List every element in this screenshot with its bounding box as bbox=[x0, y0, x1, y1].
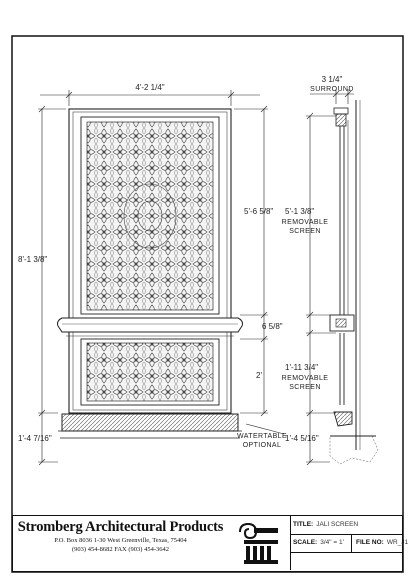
scale-value: 3/4" = 1' bbox=[320, 539, 344, 546]
dim-overall-width: 4'-2 1/4" bbox=[135, 83, 164, 92]
title-row: TITLE:JALI SCREEN bbox=[291, 516, 403, 535]
dim-overall-height: 8'-1 3/8" bbox=[18, 255, 47, 264]
upper-jali-screen bbox=[86, 121, 214, 311]
dim-base-right: 1'-4 5/16" bbox=[285, 434, 319, 443]
dim-lower-screen: 1'-11 3/4" bbox=[285, 363, 318, 372]
blank-row bbox=[291, 552, 403, 570]
company-address: P.O. Box 8036 1-30 West Greenville, Texa… bbox=[54, 537, 187, 544]
note-surround: SURROUND bbox=[310, 86, 354, 93]
dim-sill-height: 6 5/8" bbox=[262, 322, 283, 331]
dim-upper-screen: 5'-1 3/8" bbox=[285, 207, 314, 216]
company-block: Stromberg Architectural Products P.O. Bo… bbox=[13, 516, 228, 570]
elevation-view bbox=[57, 108, 243, 439]
dim-surround: 3 1/4" bbox=[322, 75, 343, 84]
watertable bbox=[61, 413, 239, 432]
company-logo-icon bbox=[239, 522, 278, 564]
note-removable-lower: REMOVABLE bbox=[282, 375, 329, 382]
file-value: WR_J1 bbox=[386, 539, 409, 546]
dim-lower-height: 2' bbox=[256, 371, 262, 380]
lower-jali-screen bbox=[86, 342, 214, 402]
sill-moulding bbox=[57, 317, 243, 333]
company-phone: (903) 454-8682 FAX (903) 454-3642 bbox=[71, 546, 169, 553]
title-fields: TITLE:JALI SCREEN SCALE:3/4" = 1' FILE N… bbox=[290, 516, 408, 570]
section-view bbox=[329, 100, 379, 465]
dim-base-left: 1'-4 7/16" bbox=[18, 434, 52, 443]
note-screen-lower: SCREEN bbox=[289, 384, 321, 391]
dimension-lines bbox=[38, 89, 354, 466]
company-name: Stromberg Architectural Products bbox=[17, 519, 224, 535]
file-label: FILE NO: bbox=[356, 539, 384, 546]
note-watertable: WATERTABLE bbox=[237, 433, 287, 440]
dim-upper-height: 5'-6 5/8" bbox=[244, 207, 273, 216]
sheet-border bbox=[11, 35, 404, 573]
title-label: TITLE: bbox=[293, 521, 314, 528]
file-cell: FILE NO:WR_J1 bbox=[351, 534, 408, 552]
note-removable-upper: REMOVABLE bbox=[282, 219, 329, 226]
note-screen-upper: SCREEN bbox=[289, 228, 321, 235]
note-watertable-optional: OPTIONAL bbox=[243, 442, 282, 449]
scale-label: SCALE: bbox=[293, 539, 318, 546]
title-value: JALI SCREEN bbox=[316, 521, 359, 528]
title-block: Stromberg Architectural Products P.O. Bo… bbox=[12, 515, 408, 572]
scale-row: SCALE:3/4" = 1' FILE NO:WR_J1 bbox=[291, 534, 408, 553]
